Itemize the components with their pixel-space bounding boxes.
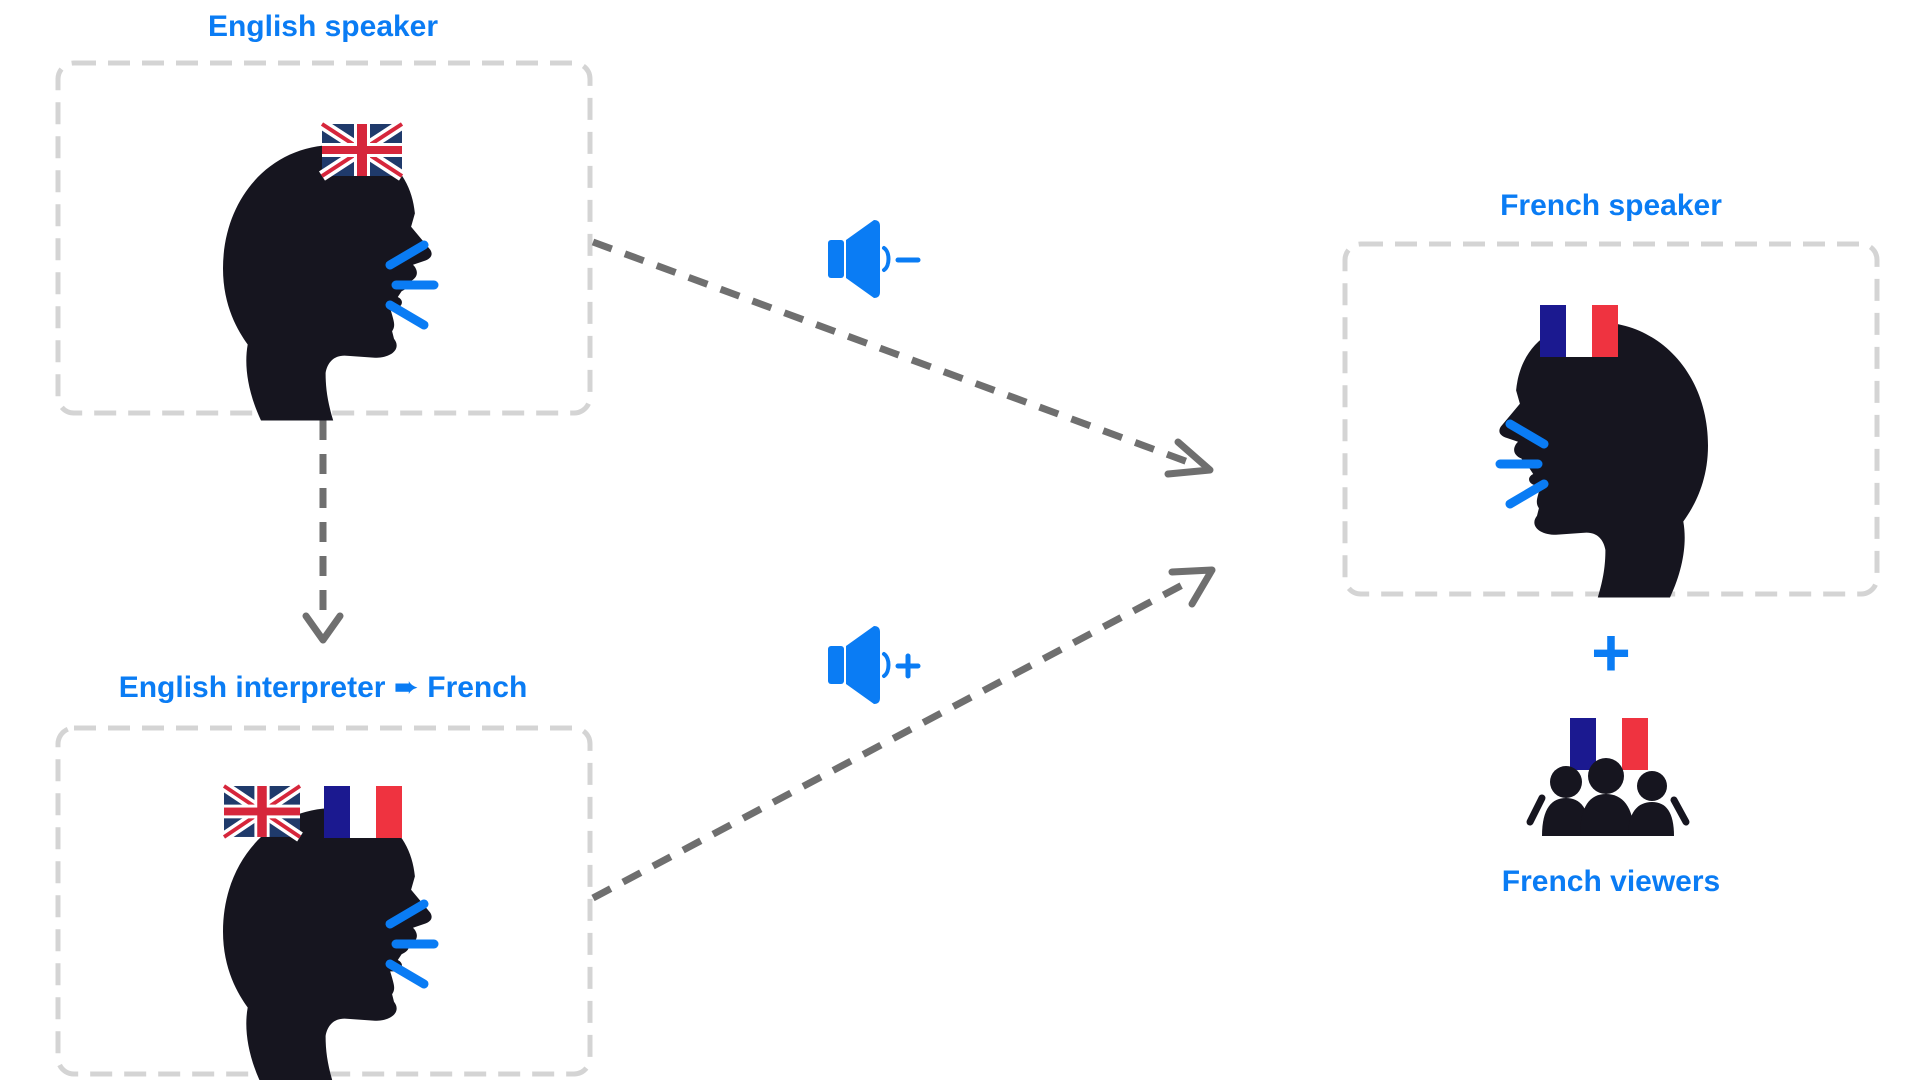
- interpreter-box: [55, 725, 593, 1077]
- arrow-english-to-french: [591, 238, 1190, 466]
- interpreter-label: English interpreter ➨ French: [118, 671, 528, 704]
- uk-flag-icon: [224, 786, 300, 837]
- french-speaker-label: French speaker: [1500, 189, 1722, 222]
- speaker-volume-up-icon: [826, 624, 921, 706]
- speaker-volume-down-icon: [826, 218, 921, 300]
- french-speaker-box: [1342, 241, 1880, 597]
- arrow-english-to-interpreter-head: [302, 612, 344, 644]
- english-speaker-box: [55, 60, 593, 416]
- french-viewers-label: French viewers: [1501, 865, 1721, 898]
- arrow-english-to-french-head: [1164, 438, 1214, 478]
- arrow-interpreter-to-french-head: [1168, 566, 1216, 608]
- plus-sign: +: [1591, 615, 1631, 691]
- english-speaker-label: English speaker: [207, 10, 439, 43]
- france-flag-icon: [1540, 305, 1618, 357]
- viewers-group-icon: [1526, 758, 1690, 836]
- france-flag-icon: [324, 786, 402, 838]
- arrow-interpreter-to-french: [591, 578, 1190, 902]
- uk-flag-icon: [322, 124, 402, 176]
